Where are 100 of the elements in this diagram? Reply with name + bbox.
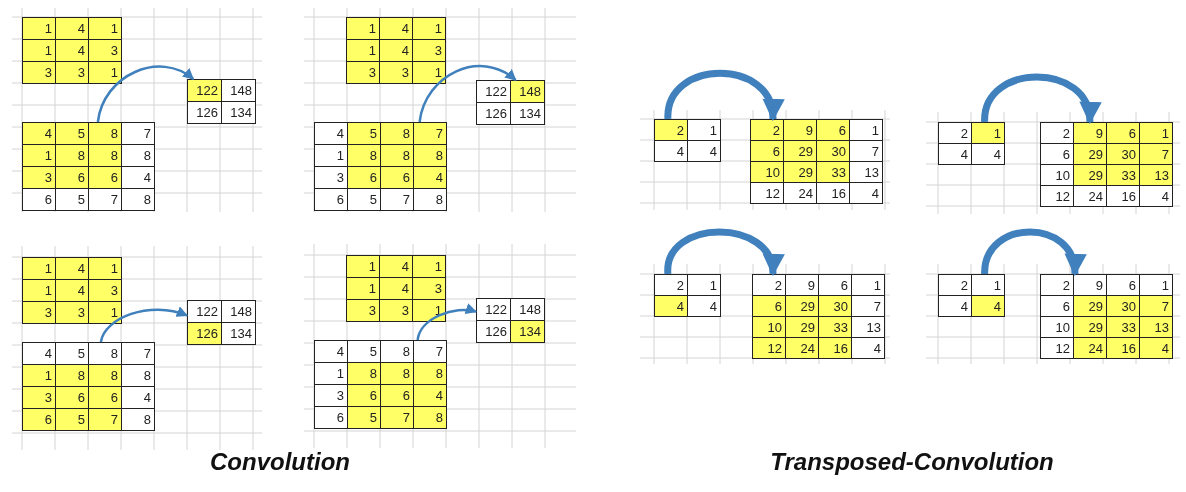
matrix-value: 29: [1074, 317, 1107, 338]
matrix-value: 5: [56, 189, 89, 211]
number-matrix: [938, 274, 1005, 317]
matrix-value: 12: [1041, 338, 1074, 359]
number-matrix: [1040, 122, 1173, 207]
matrix-value: 4: [1140, 186, 1173, 207]
matrix-value: 6: [56, 167, 89, 189]
matrix-value: 33: [1107, 165, 1140, 186]
matrix-value: 1: [852, 275, 885, 296]
matrix-value: 16: [1107, 186, 1140, 207]
matrix-value: 24: [1074, 186, 1107, 207]
matrix-value: 4: [1140, 338, 1173, 359]
matrix-value: 134: [511, 321, 545, 343]
matrix-value: 3: [380, 300, 413, 322]
matrix-value: 4: [414, 167, 447, 189]
matrix-value: 13: [852, 317, 885, 338]
matrix-value: 6: [315, 407, 348, 429]
curved-arrow: [664, 69, 782, 122]
matrix-value: 5: [56, 409, 89, 431]
matrix-value: 134: [222, 102, 256, 124]
matrix-value: 6: [89, 387, 122, 409]
matrix-value: 6: [753, 296, 786, 317]
matrix-value: 1: [850, 120, 883, 141]
matrix-value: 29: [1074, 165, 1107, 186]
matrix-value: 29: [1074, 144, 1107, 165]
matrix-value: 8: [414, 145, 447, 167]
matrix-value: 6: [315, 189, 348, 211]
number-matrix: [22, 342, 155, 431]
matrix-value: 1: [972, 123, 1005, 144]
matrix-value: 6: [348, 385, 381, 407]
matrix-value: 4: [122, 167, 155, 189]
matrix-value: 126: [188, 102, 222, 124]
matrix-value: 12: [751, 183, 784, 204]
matrix-value: 8: [122, 145, 155, 167]
matrix-value: 10: [751, 162, 784, 183]
matrix-value: 1: [23, 258, 56, 280]
matrix-value: 122: [477, 299, 511, 321]
curved-arrow: [96, 65, 195, 123]
matrix-value: 7: [381, 407, 414, 429]
matrix-value: 12: [1041, 186, 1074, 207]
matrix-value: 33: [817, 162, 850, 183]
matrix-value: 8: [348, 363, 381, 385]
matrix-value: 8: [414, 363, 447, 385]
matrix-value: 6: [23, 189, 56, 211]
matrix-value: 1: [1140, 123, 1173, 144]
matrix-value: 1: [89, 302, 122, 324]
matrix-value: 4: [380, 40, 413, 62]
matrix-value: 8: [122, 409, 155, 431]
matrix-value: 122: [477, 81, 511, 103]
matrix-value: 3: [89, 280, 122, 302]
number-matrix: [187, 300, 256, 345]
matrix-value: 4: [380, 278, 413, 300]
number-matrix: [654, 119, 721, 162]
matrix-value: 8: [381, 123, 414, 145]
matrix-value: 1: [89, 18, 122, 40]
matrix-value: 1: [413, 256, 446, 278]
matrix-value: 126: [188, 323, 222, 345]
matrix-value: 1: [347, 278, 380, 300]
matrix-value: 8: [381, 363, 414, 385]
matrix-value: 30: [817, 141, 850, 162]
matrix-value: 148: [511, 299, 545, 321]
matrix-value: 1: [23, 145, 56, 167]
matrix-value: 8: [414, 407, 447, 429]
matrix-value: 9: [786, 275, 819, 296]
matrix-value: 4: [688, 141, 721, 162]
matrix-value: 7: [89, 189, 122, 211]
matrix-value: 7: [414, 123, 447, 145]
matrix-value: 7: [122, 343, 155, 365]
matrix-value: 148: [222, 301, 256, 323]
matrix-value: 24: [784, 183, 817, 204]
matrix-value: 29: [784, 141, 817, 162]
matrix-value: 6: [1041, 144, 1074, 165]
matrix-value: 6: [23, 409, 56, 431]
matrix-value: 8: [348, 145, 381, 167]
matrix-value: 8: [381, 341, 414, 363]
matrix-value: 1: [23, 18, 56, 40]
matrix-value: 33: [819, 317, 852, 338]
matrix-value: 7: [850, 141, 883, 162]
matrix-value: 3: [23, 62, 56, 84]
matrix-value: 8: [89, 145, 122, 167]
matrix-value: 4: [23, 343, 56, 365]
matrix-value: 7: [122, 123, 155, 145]
matrix-value: 3: [23, 167, 56, 189]
number-matrix: [22, 257, 122, 324]
matrix-value: 4: [23, 123, 56, 145]
matrix-value: 12: [753, 338, 786, 359]
matrix-value: 5: [56, 123, 89, 145]
number-matrix: [187, 79, 256, 124]
matrix-value: 8: [56, 365, 89, 387]
number-matrix: [22, 17, 122, 84]
matrix-value: 148: [222, 80, 256, 102]
matrix-value: 16: [1107, 338, 1140, 359]
matrix-value: 4: [655, 141, 688, 162]
matrix-value: 1: [315, 363, 348, 385]
number-matrix: [346, 255, 446, 322]
matrix-value: 7: [852, 296, 885, 317]
matrix-value: 2: [939, 123, 972, 144]
matrix-value: 9: [1074, 275, 1107, 296]
matrix-value: 5: [348, 341, 381, 363]
matrix-value: 122: [188, 80, 222, 102]
